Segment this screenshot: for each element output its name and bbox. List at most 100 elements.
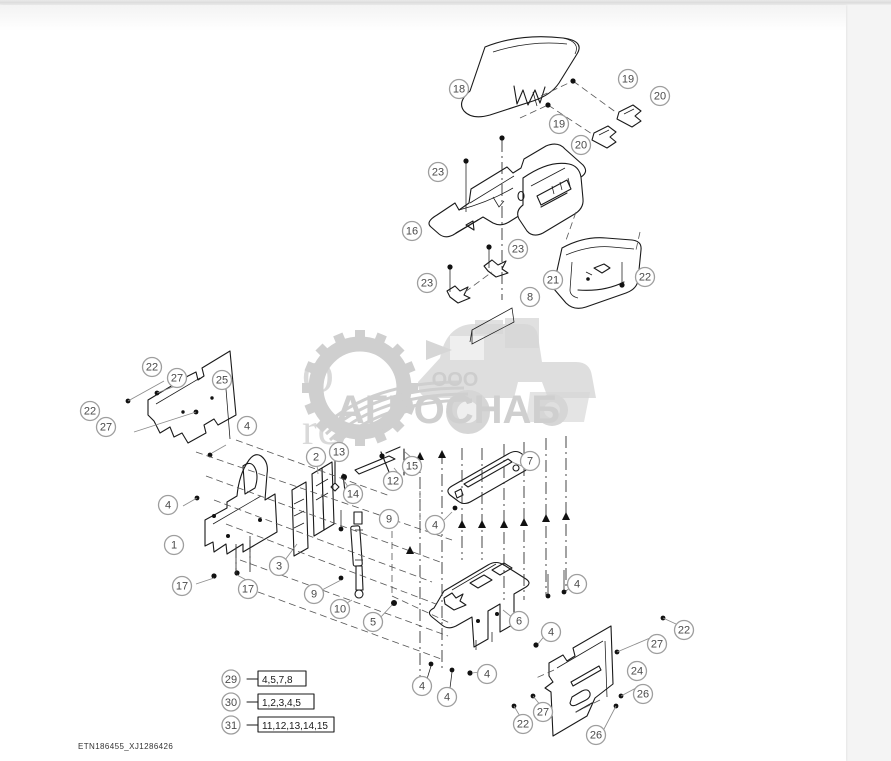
leader-10 xyxy=(346,599,353,604)
callout-23[interactable]: 23 xyxy=(427,161,449,183)
assembly-dash-brackets xyxy=(464,271,493,293)
callout-27[interactable]: 27 xyxy=(532,701,554,723)
part-main-bracket-1 xyxy=(204,454,278,572)
callout-17[interactable]: 17 xyxy=(171,575,193,597)
callout-bubble xyxy=(268,555,290,577)
callout-number: 27 xyxy=(651,639,663,651)
fastener-22-top xyxy=(619,282,625,288)
fastener-5 xyxy=(391,600,397,606)
callout-14[interactable]: 14 xyxy=(342,483,364,505)
callout-7[interactable]: 7 xyxy=(519,450,541,472)
callout-27[interactable]: 27 xyxy=(95,416,117,438)
callout-bubble xyxy=(540,621,562,643)
part-tray-21 xyxy=(550,237,642,309)
callout-4[interactable]: 4 xyxy=(476,663,498,685)
callout-26[interactable]: 26 xyxy=(632,683,654,705)
callout-13[interactable]: 13 xyxy=(328,441,350,463)
callout-27[interactable]: 27 xyxy=(646,633,668,655)
callout-bubble xyxy=(328,441,350,463)
callout-bubble xyxy=(646,633,668,655)
part-bracket-small-23 xyxy=(483,259,509,278)
part-plate-3 xyxy=(291,481,309,557)
callout-18[interactable]: 18 xyxy=(448,78,470,100)
callout-3[interactable]: 3 xyxy=(268,555,290,577)
callout-8[interactable]: 8 xyxy=(519,286,541,308)
legend-parts-2: 11,12,13,14,15 xyxy=(262,721,328,732)
callout-22[interactable]: 22 xyxy=(141,356,163,378)
callout-20[interactable]: 20 xyxy=(570,134,592,156)
callout-number: 18 xyxy=(453,84,465,96)
callout-24[interactable]: 24 xyxy=(626,660,648,682)
callout-22[interactable]: 22 xyxy=(79,400,101,422)
callout-number: 19 xyxy=(553,119,565,131)
callout-4[interactable]: 4 xyxy=(236,415,258,437)
callout-bubble xyxy=(512,713,534,735)
callout-bubble xyxy=(163,534,185,556)
callout-16[interactable]: 16 xyxy=(401,220,423,242)
callout-22[interactable]: 22 xyxy=(634,266,656,288)
callout-21[interactable]: 21 xyxy=(542,269,564,291)
callout-4[interactable]: 4 xyxy=(540,621,562,643)
callout-5[interactable]: 5 xyxy=(362,611,384,633)
callout-number: 4 xyxy=(432,520,438,532)
fastener-23-top xyxy=(499,135,505,141)
callout-25[interactable]: 25 xyxy=(211,369,233,391)
callout-6[interactable]: 6 xyxy=(508,610,530,632)
legend-table: 29 30 31 4,5,7,8 1,2,3,4,5 11,12,13,14,1… xyxy=(221,669,335,735)
callout-4[interactable]: 4 xyxy=(157,494,179,516)
callout-4[interactable]: 4 xyxy=(424,514,446,536)
callout-number: 24 xyxy=(631,666,643,678)
callout-bubble xyxy=(508,610,530,632)
part-console-frame-16 xyxy=(428,143,587,238)
assembly-dash-cover2 xyxy=(575,699,601,713)
callout-number: 4 xyxy=(165,500,171,512)
callout-9[interactable]: 9 xyxy=(303,583,325,605)
callout-4[interactable]: 4 xyxy=(566,573,588,595)
callout-bubble xyxy=(566,573,588,595)
part-bracket-small-23b xyxy=(446,285,471,304)
callout-bubble xyxy=(342,483,364,505)
fastener-cluster-4 xyxy=(426,505,573,689)
callout-number: 10 xyxy=(334,604,346,616)
callout-bubble xyxy=(362,611,384,633)
callout-23[interactable]: 23 xyxy=(416,272,438,294)
callout-1[interactable]: 1 xyxy=(163,534,185,556)
callout-27[interactable]: 27 xyxy=(166,367,188,389)
callout-number: 9 xyxy=(311,589,317,601)
callout-9[interactable]: 9 xyxy=(378,508,400,530)
callout-4[interactable]: 4 xyxy=(436,686,458,708)
callout-bubble xyxy=(401,455,423,477)
callout-number: 9 xyxy=(386,514,392,526)
window-top-band xyxy=(0,0,891,5)
callout-12[interactable]: 12 xyxy=(382,470,404,492)
callout-10[interactable]: 10 xyxy=(329,598,351,620)
part-clip-20-lower xyxy=(591,125,617,149)
callout-number: 22 xyxy=(678,625,690,637)
part-armrest-pad-18 xyxy=(461,36,580,118)
callout-bubble xyxy=(649,85,671,107)
callout-26[interactable]: 26 xyxy=(585,724,607,746)
assembly-dash-tray xyxy=(564,211,577,244)
callout-22[interactable]: 22 xyxy=(512,713,534,735)
callout-22[interactable]: 22 xyxy=(673,619,695,641)
callout-17[interactable]: 17 xyxy=(237,578,259,600)
callout-number: 4 xyxy=(574,579,580,591)
callout-4[interactable]: 4 xyxy=(411,675,433,697)
callout-15[interactable]: 15 xyxy=(401,455,423,477)
callout-2[interactable]: 2 xyxy=(305,446,327,468)
callout-bubble xyxy=(570,134,592,156)
callout-19[interactable]: 19 xyxy=(548,113,570,135)
callout-bubble xyxy=(448,78,470,100)
callout-19[interactable]: 19 xyxy=(617,68,639,90)
callout-bubble xyxy=(416,272,438,294)
callout-23[interactable]: 23 xyxy=(507,238,529,260)
callout-number: 4 xyxy=(444,692,450,704)
pins-13-14-12-15 xyxy=(330,446,405,493)
callout-20[interactable]: 20 xyxy=(649,85,671,107)
callout-number: 27 xyxy=(100,422,112,434)
legend-ref-bubble-0 xyxy=(221,669,241,689)
callout-number: 17 xyxy=(176,581,188,593)
legend-ref-bubble-1 xyxy=(221,692,241,712)
callout-number: 20 xyxy=(575,140,587,152)
